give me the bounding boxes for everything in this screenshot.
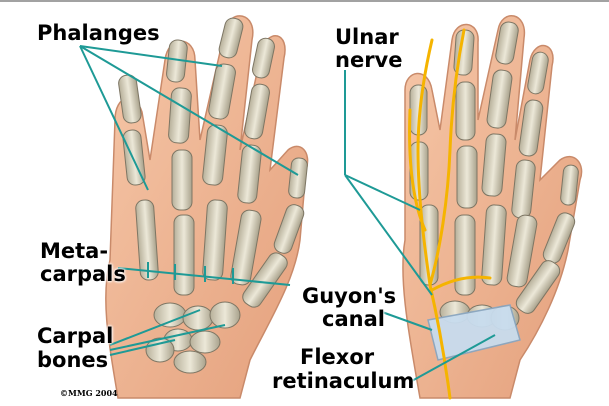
label-flexor-line1: Flexor bbox=[300, 346, 374, 368]
label-ulnar-line2: nerve bbox=[335, 49, 402, 71]
label-phalanges: Phalanges bbox=[37, 22, 160, 44]
label-carpal-line2: bones bbox=[37, 349, 108, 371]
label-ulnar-line1: Ulnar bbox=[335, 26, 399, 48]
leader-phalanges-1 bbox=[80, 46, 222, 66]
label-metacarpals-line1: Meta- bbox=[40, 240, 108, 262]
left-hand bbox=[106, 16, 308, 398]
label-flexor-line2: retinaculum bbox=[272, 370, 414, 392]
right-hand bbox=[403, 16, 582, 398]
label-carpal-line1: Carpal bbox=[37, 325, 113, 347]
label-guyon-line1: Guyon's bbox=[302, 285, 396, 307]
label-guyon-line2: canal bbox=[322, 308, 385, 330]
label-metacarpals-line2: carpals bbox=[40, 263, 126, 285]
copyright-text: ©MMG 2004 bbox=[60, 388, 118, 398]
